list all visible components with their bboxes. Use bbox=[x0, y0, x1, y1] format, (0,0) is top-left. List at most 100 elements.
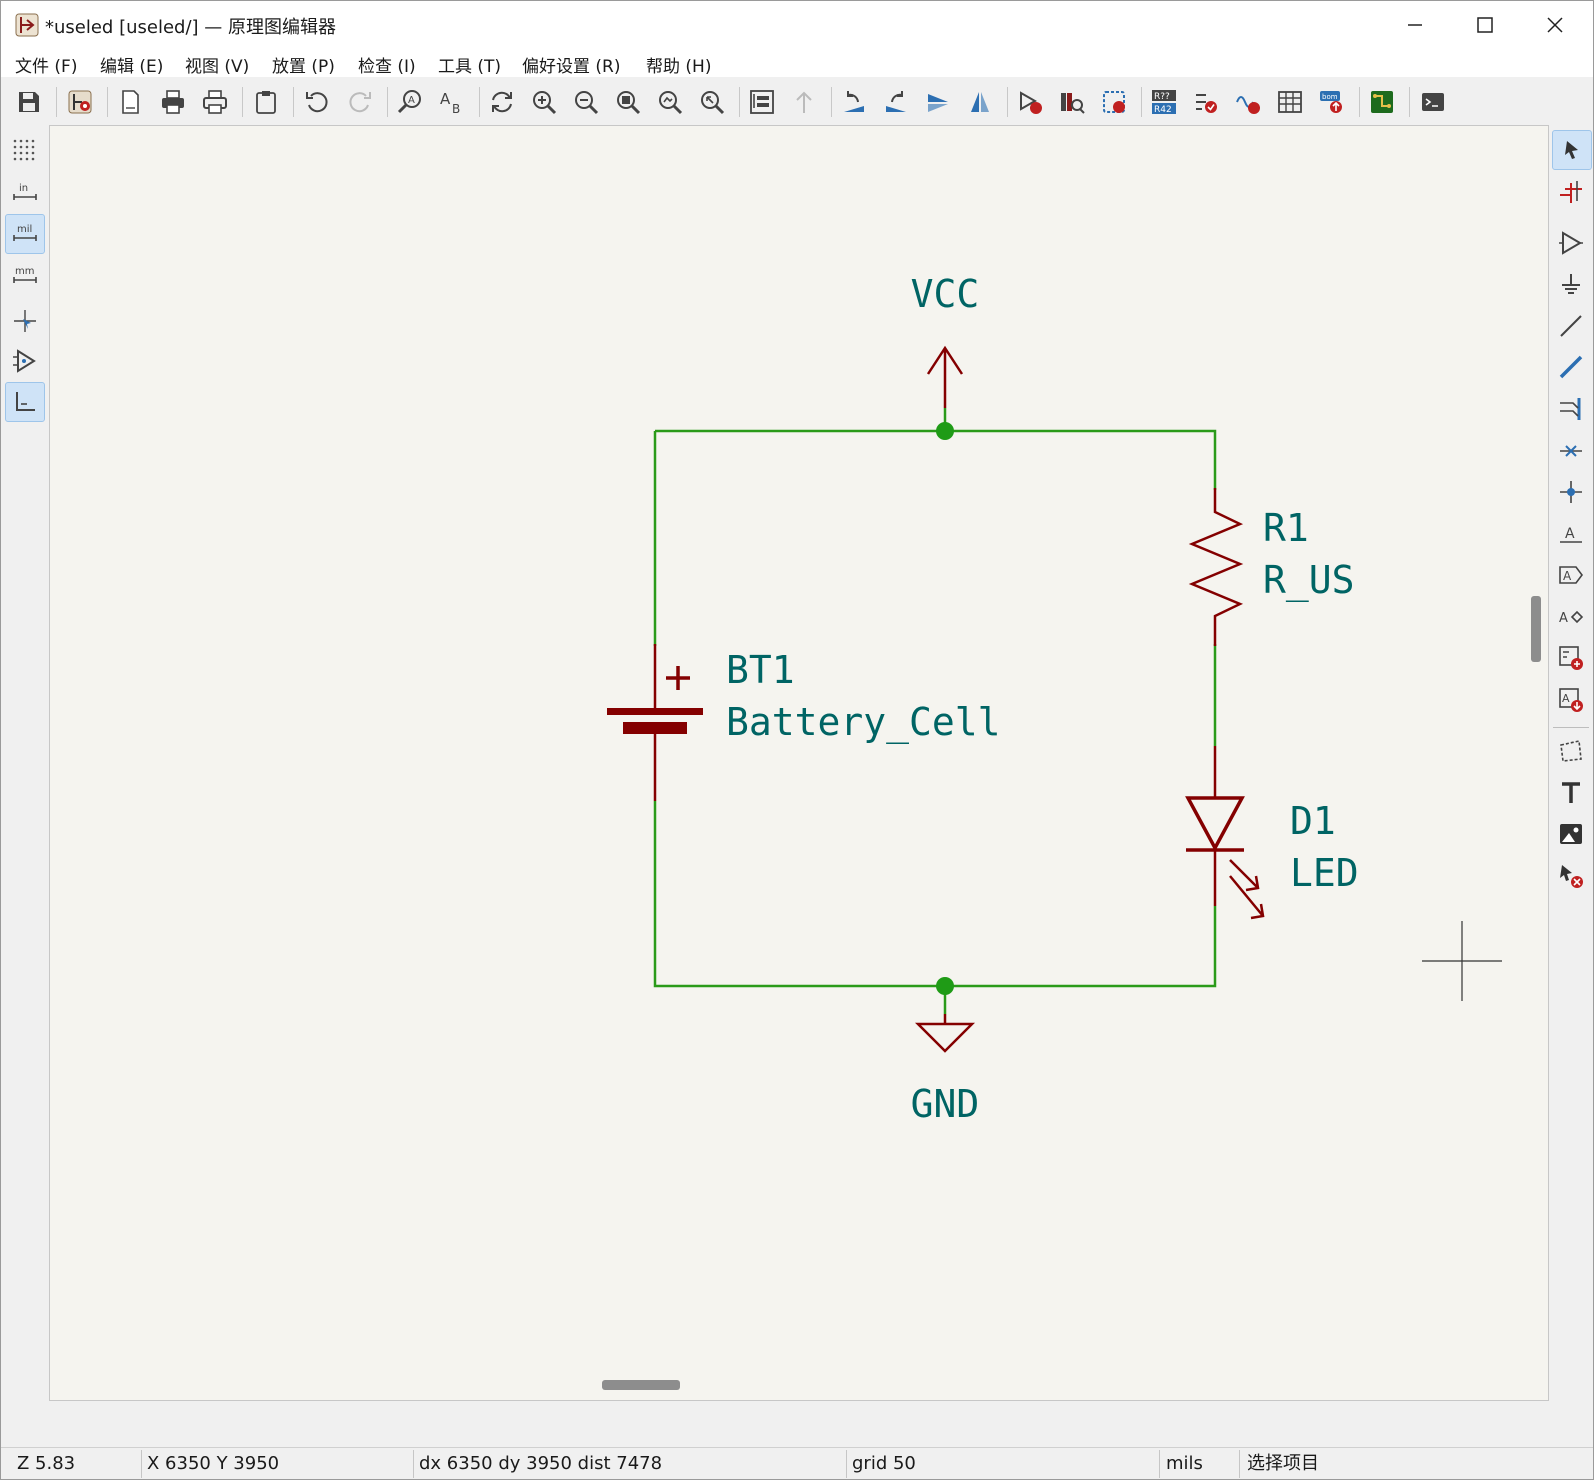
resistor-r1[interactable] bbox=[1188, 488, 1244, 646]
wire-top[interactable] bbox=[655, 429, 1217, 490]
redo-button[interactable] bbox=[344, 86, 376, 118]
gnd-power-symbol[interactable] bbox=[914, 1014, 976, 1053]
zoom-selection-icon bbox=[701, 91, 725, 115]
simulator-button[interactable] bbox=[1232, 86, 1264, 118]
add-power-button[interactable] bbox=[1551, 265, 1591, 305]
wire-to-bus-entry-button[interactable] bbox=[1551, 389, 1591, 429]
units-mil-button[interactable]: mil bbox=[5, 214, 45, 254]
minimize-button[interactable] bbox=[1380, 1, 1450, 49]
battery-bt1[interactable] bbox=[607, 644, 703, 801]
pcb-editor-icon bbox=[1371, 91, 1393, 113]
symbol-library-browser-button[interactable] bbox=[1056, 86, 1088, 118]
horizontal-scrollbar-thumb[interactable] bbox=[602, 1380, 680, 1390]
select-tool-button[interactable] bbox=[1552, 130, 1592, 170]
junction-top[interactable] bbox=[936, 422, 954, 440]
hierarchy-navigator-button[interactable] bbox=[746, 86, 778, 118]
print-button[interactable] bbox=[157, 86, 189, 118]
minimize-icon bbox=[1408, 24, 1422, 26]
zoom-fit-button[interactable] bbox=[612, 86, 644, 118]
menu-bar: 文件 (F) 编辑 (E) 视图 (V) 放置 (P) 检查 (I) 工具 (T… bbox=[1, 49, 1593, 77]
zoom-objects-icon bbox=[659, 91, 683, 115]
rotate-cw-button[interactable] bbox=[880, 86, 912, 118]
mirror-horizontal-button[interactable] bbox=[964, 86, 996, 118]
wire-45-mode-icon bbox=[16, 392, 35, 411]
pcb-editor-button[interactable] bbox=[1366, 86, 1398, 118]
plot-button[interactable] bbox=[199, 86, 231, 118]
svg-text:A: A bbox=[440, 90, 451, 108]
schematic-setup-button[interactable] bbox=[64, 86, 96, 118]
maximize-button[interactable] bbox=[1450, 1, 1520, 49]
leave-sheet-button[interactable] bbox=[788, 86, 820, 118]
svg-text:A: A bbox=[1563, 569, 1572, 583]
erc-button[interactable] bbox=[1190, 86, 1222, 118]
footprint-assign-button[interactable] bbox=[1098, 86, 1130, 118]
junction-button[interactable] bbox=[1551, 472, 1591, 512]
global-label-button[interactable]: A bbox=[1551, 555, 1591, 595]
svg-text:mil: mil bbox=[17, 224, 32, 235]
refresh-button[interactable] bbox=[486, 86, 518, 118]
add-bus-button[interactable] bbox=[1551, 347, 1591, 387]
units-inch-button[interactable]: in bbox=[5, 173, 45, 213]
add-symbol-button[interactable] bbox=[1551, 223, 1591, 263]
wire-to-bus-entry-icon bbox=[1560, 398, 1581, 420]
delete-tool-button[interactable] bbox=[1551, 856, 1591, 896]
grid-toggle-button[interactable] bbox=[5, 131, 45, 171]
cursor-crosshair-button[interactable] bbox=[5, 301, 45, 341]
zoom-objects-button[interactable] bbox=[654, 86, 686, 118]
menu-file[interactable]: 文件 (F) bbox=[15, 57, 78, 77]
scripting-console-button[interactable] bbox=[1417, 86, 1449, 118]
undo-icon bbox=[306, 92, 328, 113]
add-graphic-lines-icon bbox=[1560, 740, 1582, 762]
led-d1[interactable] bbox=[1185, 746, 1265, 920]
hierarchical-sheet-button[interactable] bbox=[1551, 638, 1591, 678]
menu-inspect[interactable]: 检查 (I) bbox=[358, 57, 416, 77]
menu-preferences[interactable]: 偏好设置 (R) bbox=[522, 57, 621, 77]
symbol-fields-table-button[interactable] bbox=[1274, 86, 1306, 118]
zoom-out-button[interactable] bbox=[570, 86, 602, 118]
battery-plus-sign bbox=[666, 666, 690, 690]
vcc-power-symbol[interactable] bbox=[926, 345, 964, 408]
cursor-crosshair-icon bbox=[14, 310, 36, 332]
add-text-button[interactable] bbox=[1551, 773, 1591, 813]
add-wire-button[interactable] bbox=[1551, 306, 1591, 346]
schematic-canvas[interactable]: VCC GND R1 R_US D1 LED bbox=[49, 125, 1549, 1401]
junction-bottom[interactable] bbox=[936, 977, 954, 995]
menu-edit[interactable]: 编辑 (E) bbox=[100, 57, 164, 77]
print-icon bbox=[162, 90, 184, 114]
menu-view[interactable]: 视图 (V) bbox=[185, 57, 250, 77]
import-sheet-pin-button[interactable]: A bbox=[1551, 680, 1591, 720]
symbol-editor-button[interactable] bbox=[1014, 86, 1046, 118]
net-label-button[interactable]: A bbox=[1551, 514, 1591, 554]
d1-value: LED bbox=[1290, 851, 1359, 895]
units-mil-icon: mil bbox=[13, 224, 37, 241]
zoom-in-button[interactable] bbox=[528, 86, 560, 118]
units-mm-button[interactable]: mm bbox=[5, 256, 45, 296]
annotate-button[interactable]: R??R42 bbox=[1148, 86, 1180, 118]
add-image-button[interactable] bbox=[1551, 814, 1591, 854]
highlight-net-button[interactable] bbox=[1551, 171, 1591, 211]
zoom-fit-icon bbox=[617, 91, 641, 115]
rotate-ccw-button[interactable] bbox=[838, 86, 870, 118]
hidden-pins-button[interactable] bbox=[5, 341, 45, 381]
undo-button[interactable] bbox=[301, 86, 333, 118]
bom-button[interactable]: bom bbox=[1316, 86, 1348, 118]
zoom-selection-button[interactable] bbox=[696, 86, 728, 118]
close-button[interactable] bbox=[1520, 1, 1590, 49]
add-graphic-lines-button[interactable] bbox=[1551, 731, 1591, 771]
find-button[interactable]: A bbox=[394, 86, 426, 118]
mirror-vertical-button[interactable] bbox=[922, 86, 954, 118]
menu-tools[interactable]: 工具 (T) bbox=[438, 57, 502, 77]
vertical-scrollbar-thumb[interactable] bbox=[1531, 596, 1541, 662]
hierarchical-label-button[interactable]: A bbox=[1551, 597, 1591, 637]
no-connect-button[interactable] bbox=[1551, 431, 1591, 471]
mirror-horizontal-icon bbox=[971, 92, 989, 112]
menu-help[interactable]: 帮助 (H) bbox=[646, 57, 712, 77]
menu-place[interactable]: 放置 (P) bbox=[272, 57, 335, 77]
wire-45-mode-button[interactable] bbox=[5, 382, 45, 422]
paste-button[interactable] bbox=[250, 86, 282, 118]
save-button[interactable] bbox=[13, 86, 45, 118]
page-settings-button[interactable] bbox=[114, 86, 146, 118]
wire-left-bottom[interactable] bbox=[653, 801, 1217, 988]
